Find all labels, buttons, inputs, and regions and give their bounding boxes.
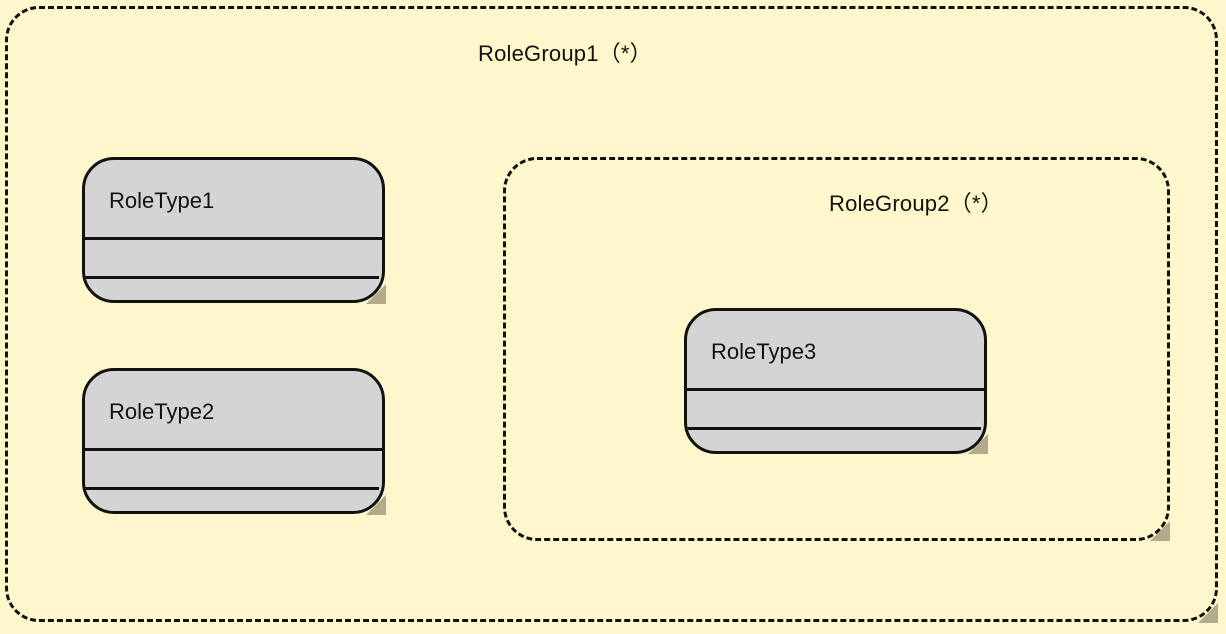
role-group-1-title: RoleGroup1（*） [478, 41, 652, 66]
role-type-1-box[interactable]: RoleType1 [82, 157, 385, 303]
role-type-2-divider-bottom [85, 487, 379, 490]
role-type-1-corner-fold [366, 284, 386, 304]
role-group-2-title: RoleGroup2（*） [829, 191, 1003, 216]
role-type-1-divider-top [85, 237, 382, 240]
role-type-3-divider-bottom [687, 427, 981, 430]
role-type-3-corner-fold [968, 434, 988, 454]
role-type-1-name: RoleType1 [109, 188, 215, 213]
role-group-2-corner-fold [1150, 521, 1170, 541]
role-type-3-box[interactable]: RoleType3 [684, 308, 987, 454]
role-type-2-corner-fold [366, 495, 386, 515]
role-group-1-corner-fold [1198, 603, 1218, 623]
role-type-3-divider-top [687, 388, 984, 391]
role-type-3-name: RoleType3 [711, 339, 817, 364]
role-type-2-name: RoleType2 [109, 399, 215, 424]
role-type-2-divider-top [85, 448, 382, 451]
role-type-1-divider-bottom [85, 276, 379, 279]
role-type-2-box[interactable]: RoleType2 [82, 368, 385, 514]
